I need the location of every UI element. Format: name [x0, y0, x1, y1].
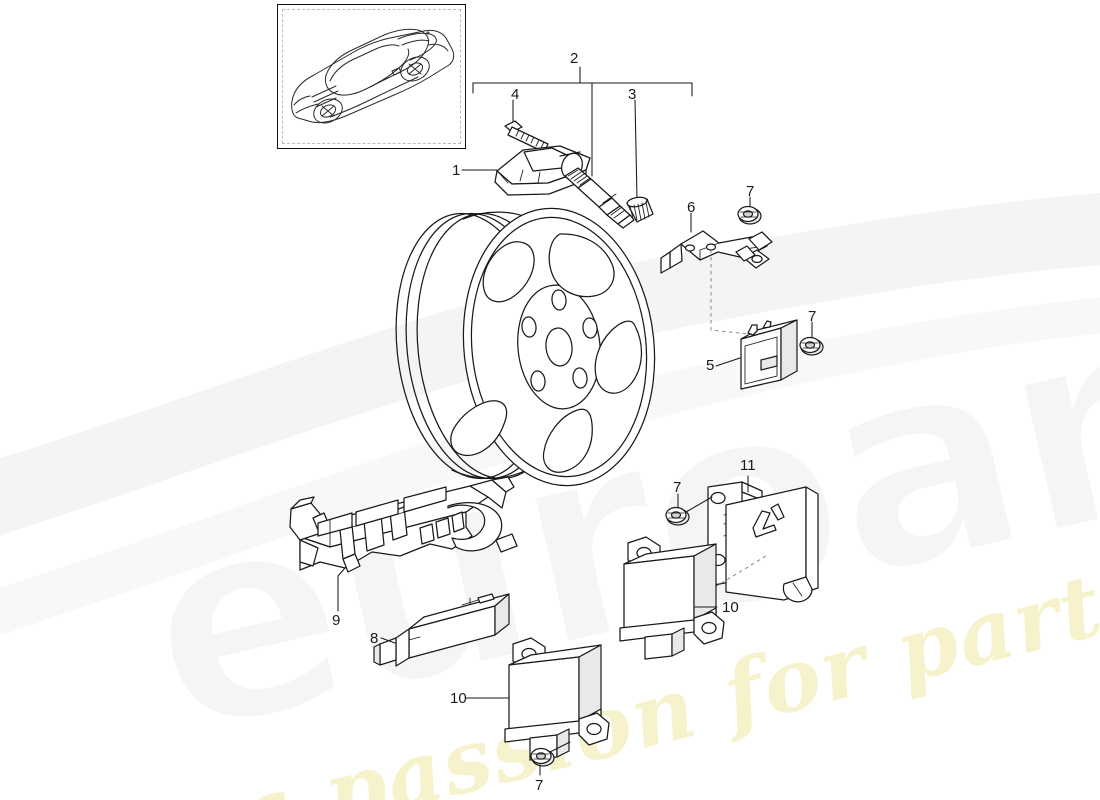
- part-9-housing-carrier: [289, 476, 518, 612]
- part-7b-nut: [799, 336, 824, 356]
- callout-label-11: 11: [740, 457, 756, 474]
- callout-label-5: 5: [706, 357, 715, 374]
- part-3-valve-cap: [626, 196, 654, 223]
- alloy-wheel: [395, 207, 656, 487]
- callout-label-10b: 10: [450, 690, 467, 707]
- callout-label-1: 1: [452, 162, 461, 179]
- callout-2-bracket: [472, 66, 693, 97]
- porsche-911-icon: [291, 28, 455, 124]
- part-6-bracket: [660, 230, 773, 335]
- part-7d-nut: [530, 741, 571, 776]
- part-8-antenna-module: [373, 593, 510, 667]
- part-5-receiver-module: [740, 319, 798, 390]
- vehicle-thumbnail: [277, 4, 466, 149]
- callout-label-10a: 10: [722, 599, 739, 616]
- callout-label-8: 8: [370, 630, 379, 647]
- part-2-valve-stem: [564, 167, 635, 229]
- watermark-brand: euroares: [114, 174, 1100, 800]
- thumbnail-inner-frame: [282, 9, 461, 144]
- part-7a-nut: [737, 205, 762, 225]
- callout-label-6: 6: [687, 199, 696, 216]
- watermark-brand-text: euroares: [117, 178, 1100, 800]
- callout-label-7d: 7: [535, 777, 544, 794]
- part-10a-control-unit: [619, 536, 725, 660]
- callout-label-4: 4: [511, 86, 520, 103]
- callout-label-9: 9: [332, 612, 341, 629]
- callout-label-3: 3: [628, 86, 637, 103]
- callout-label-2: 2: [570, 50, 579, 67]
- swoosh-shape-upper: [0, 192, 1100, 536]
- part-4-screw: [504, 120, 549, 153]
- leader-lines-top: [461, 82, 813, 367]
- callout-label-7a: 7: [746, 183, 755, 200]
- callout-label-7b: 7: [808, 308, 817, 325]
- part-7c-nut: [665, 493, 713, 526]
- callout-label-7c: 7: [673, 479, 682, 496]
- swoosh-shape-lower: [0, 297, 1100, 636]
